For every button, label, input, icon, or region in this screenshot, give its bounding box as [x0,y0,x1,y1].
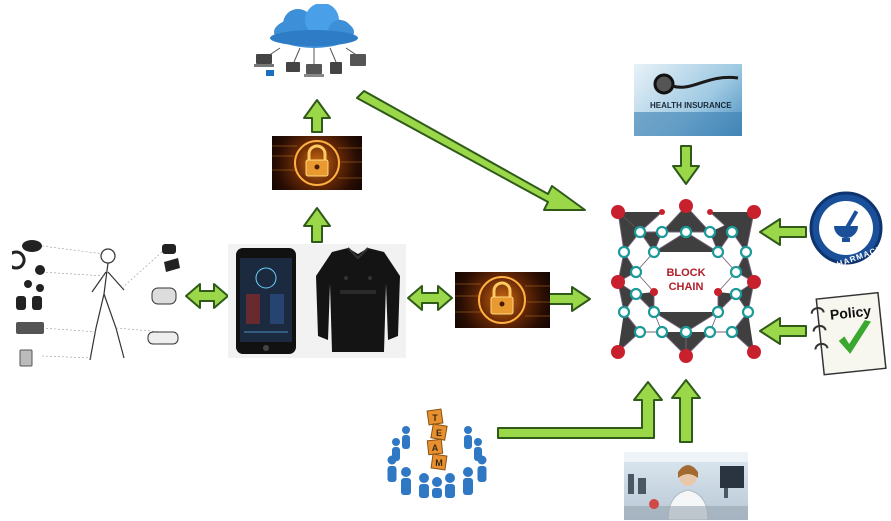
walking-person-icon [89,248,125,361]
smart-shirt-icon [316,247,400,352]
team-figure: T E A M [382,408,492,498]
team-letter-a: A [432,443,439,453]
cloud-network [250,4,378,84]
mortar-pestle-icon [834,210,859,242]
arrow-insurance-to-blockchain [672,145,700,185]
blockchain-network: BLOCK CHAIN [596,194,776,370]
arrow-pharmacy-to-blockchain [759,218,807,246]
stethoscope-icon [653,73,739,95]
arrow-sensors-phone [185,283,229,309]
lab-equipment-icon [628,466,744,498]
blockchain-nodes [611,199,761,363]
arrow-cloud-to-blockchain [356,90,586,211]
arrow-policy-to-blockchain [759,317,807,345]
encryption-lock-panel-top [272,136,362,190]
wearable-sensors-figure [12,232,188,372]
policy-notebook: Policy [808,290,888,376]
team-letter-t: T [432,413,438,423]
team-letter-m: M [435,458,443,468]
padlock-icon [455,276,550,324]
arrow-shirt-lock [407,285,453,311]
arrow-team-to-blockchain [497,381,663,439]
cloud-icon [270,4,358,48]
spiral-binding-icon [810,307,829,350]
checkmark-icon [838,320,871,354]
team-blocks: T E A M [426,408,448,471]
arrow-lab-to-blockchain [671,379,701,443]
laboratory-researcher-image [624,452,748,520]
blockchain-label-line1: BLOCK [666,267,705,279]
arrow-lock-to-blockchain [547,286,591,312]
pharmacy-seal: PHARMACY [806,190,886,266]
team-letter-e: E [436,428,442,438]
arrow-lock-to-cloud [303,99,331,133]
arrow-device-to-lock [303,207,331,243]
health-insurance-label: HEALTH INSURANCE [650,101,732,110]
devices-icon [254,54,366,77]
policy-label: Policy [829,302,872,322]
smartphone-icon [236,248,296,354]
phone-and-smart-shirt [228,244,406,358]
padlock-icon [272,140,362,186]
blockchain-label-line2: CHAIN [669,281,704,293]
encryption-lock-panel-bottom [455,272,550,328]
health-insurance-image: HEALTH INSURANCE [634,64,742,136]
people-circle-icon [387,426,487,498]
